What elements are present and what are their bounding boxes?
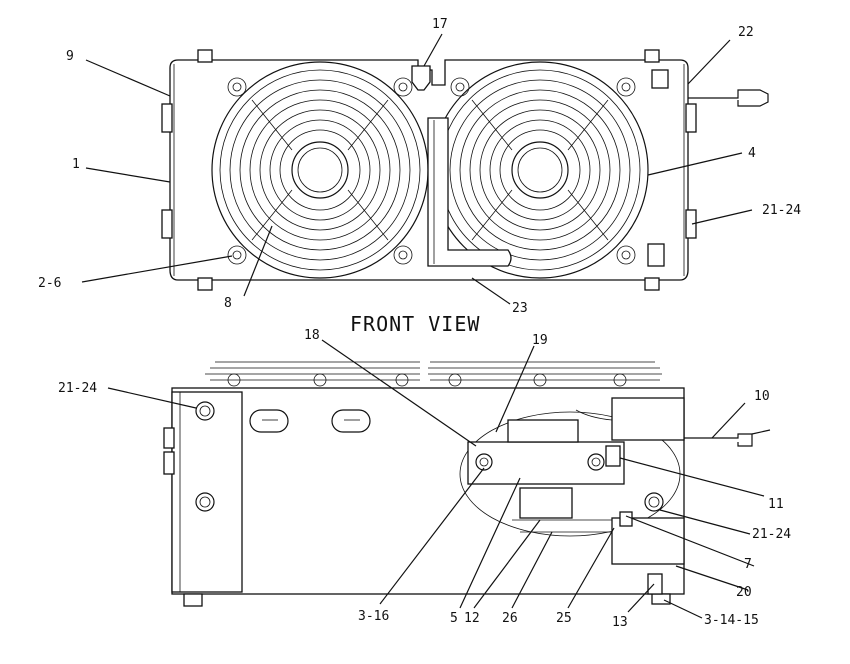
callout-17: 17 — [432, 17, 448, 32]
callout-7: 7 — [744, 557, 752, 572]
callout-19: 19 — [532, 333, 548, 348]
callout-20: 20 — [736, 585, 752, 600]
callout-9: 9 — [66, 49, 74, 64]
callout-12: 12 — [464, 611, 480, 626]
callout-labels: 9 17 22 1 4 21-24 2-6 8 23 18 19 21-24 1… — [38, 17, 801, 630]
callout-21-24-left: 21-24 — [58, 381, 97, 396]
callout-leaders — [81, 33, 765, 619]
callout-2-6: 2-6 — [38, 276, 61, 291]
callout-21-24-top: 21-24 — [762, 203, 801, 218]
callout-22: 22 — [738, 25, 754, 40]
callout-5: 5 — [450, 611, 458, 626]
callout-25: 25 — [556, 611, 572, 626]
callout-1: 1 — [72, 157, 80, 172]
callout-23: 23 — [512, 301, 528, 316]
callout-18: 18 — [304, 328, 320, 343]
callout-3-14-15: 3-14-15 — [704, 613, 759, 628]
callout-4: 4 — [748, 146, 756, 161]
front-view-assembly — [161, 49, 769, 291]
callout-3-16: 3-16 — [358, 609, 389, 624]
callout-13: 13 — [612, 615, 628, 630]
callout-26: 26 — [502, 611, 518, 626]
side-view-assembly — [163, 361, 771, 607]
callout-21-24-right: 21-24 — [752, 527, 791, 542]
view-title: FRONT VIEW — [350, 312, 480, 336]
callout-8: 8 — [224, 296, 232, 311]
callout-11: 11 — [768, 497, 784, 512]
callout-10: 10 — [754, 389, 770, 404]
